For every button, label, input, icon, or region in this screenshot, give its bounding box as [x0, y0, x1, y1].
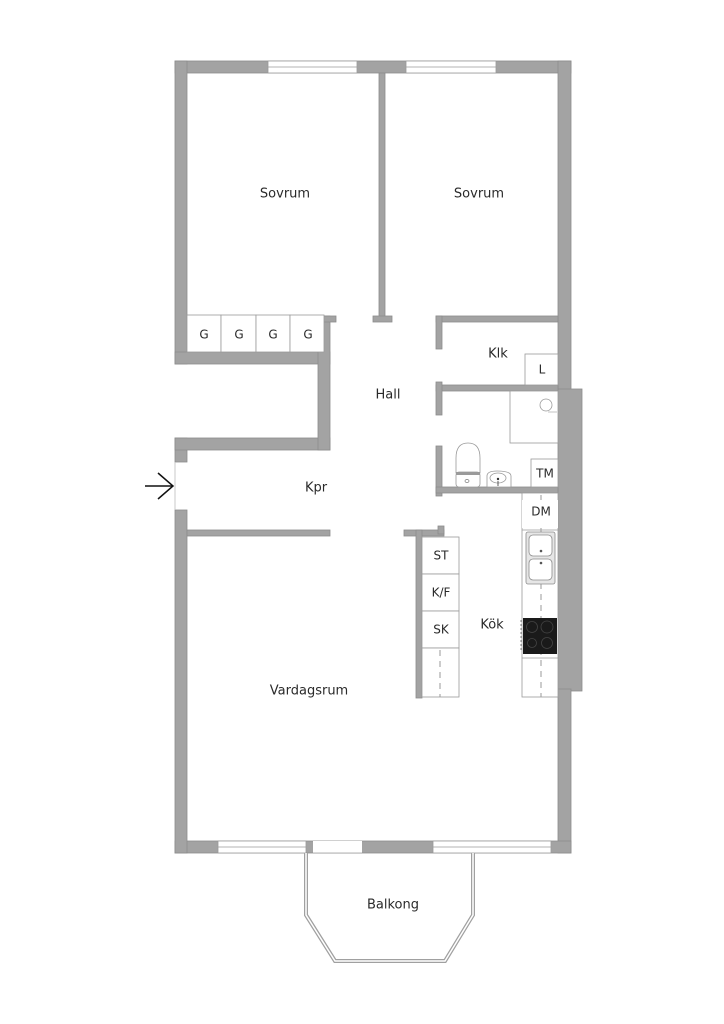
closet-door-jamb-top — [435, 315, 443, 350]
wardrobe-label: G — [234, 328, 243, 342]
top-windows — [267, 60, 497, 74]
balcony — [304, 853, 475, 963]
wardrobes: G G G G — [186, 314, 325, 353]
bath-bottom-wall — [435, 486, 559, 494]
stove-icon — [520, 618, 557, 654]
wardrobe-label: G — [303, 328, 312, 342]
right-wall-thick — [557, 388, 583, 692]
left-wall-lower — [174, 509, 188, 854]
linen-closet — [524, 353, 559, 386]
room-label-bedroom-1: Sovrum — [260, 187, 310, 202]
corridor-top-wall — [174, 437, 331, 451]
outer-walls — [174, 60, 583, 854]
bath-top-wall — [435, 384, 559, 392]
bath-door-jamb-top — [435, 381, 443, 416]
room-label-hall: Hall — [376, 388, 401, 403]
kitchen-partition-wall — [415, 529, 423, 699]
kitchen-wall-cap — [437, 525, 445, 535]
washing-machine-label: TM — [535, 467, 554, 481]
room-label-living-room: Vardagsrum — [270, 684, 348, 699]
wardrobe-2 — [220, 314, 257, 353]
right-wall-lower — [557, 688, 572, 854]
tall-cabinet — [421, 536, 460, 575]
left-wall-upper — [174, 60, 188, 365]
fridge-freezer — [421, 573, 460, 612]
tall-cabinet-label: ST — [434, 549, 450, 563]
bedroom-divider-cap — [372, 315, 393, 323]
washing-machine — [530, 458, 559, 488]
kitchen-cabinets: ST K/F SK — [421, 536, 460, 698]
balcony-door-opening — [313, 841, 362, 853]
entrance-arrow-icon — [145, 462, 176, 510]
dishwasher-label: DM — [531, 505, 551, 519]
wardrobe-back-wall — [174, 351, 331, 365]
wardrobe-4 — [289, 314, 325, 353]
wardrobe-label: G — [199, 328, 208, 342]
shower-icon — [539, 398, 557, 413]
double-sink-icon — [525, 531, 556, 585]
wardrobe-1 — [186, 314, 222, 353]
right-wall-upper — [557, 60, 572, 392]
pantry-cabinet — [421, 610, 460, 649]
shower-area — [509, 390, 559, 444]
corridor-bottom-wall — [186, 529, 331, 537]
bedroom-divider-wall — [378, 72, 386, 319]
washbasin-icon — [486, 470, 512, 488]
room-label-balcony: Balkong — [367, 898, 419, 913]
room-label-bedroom-2: Sovrum — [454, 187, 504, 202]
room-label-corridor: Kpr — [305, 481, 328, 496]
kitchen-counter: DM — [521, 492, 559, 698]
dishwasher — [522, 500, 558, 528]
pantry-cabinet-label: SK — [433, 623, 450, 637]
wardrobe-label: G — [268, 328, 277, 342]
bottom-windows — [217, 840, 552, 854]
interior-walls — [186, 72, 559, 699]
room-label-kitchen: Kök — [480, 618, 504, 633]
bath-door-jamb-bottom — [435, 445, 443, 497]
room-label-closet: Klk — [488, 347, 508, 362]
fridge-freezer-label: K/F — [432, 586, 451, 600]
top-wall — [174, 60, 572, 74]
linen-closet-label: L — [539, 363, 546, 377]
closet-top-wall — [435, 315, 559, 323]
toilet-icon — [455, 442, 481, 488]
